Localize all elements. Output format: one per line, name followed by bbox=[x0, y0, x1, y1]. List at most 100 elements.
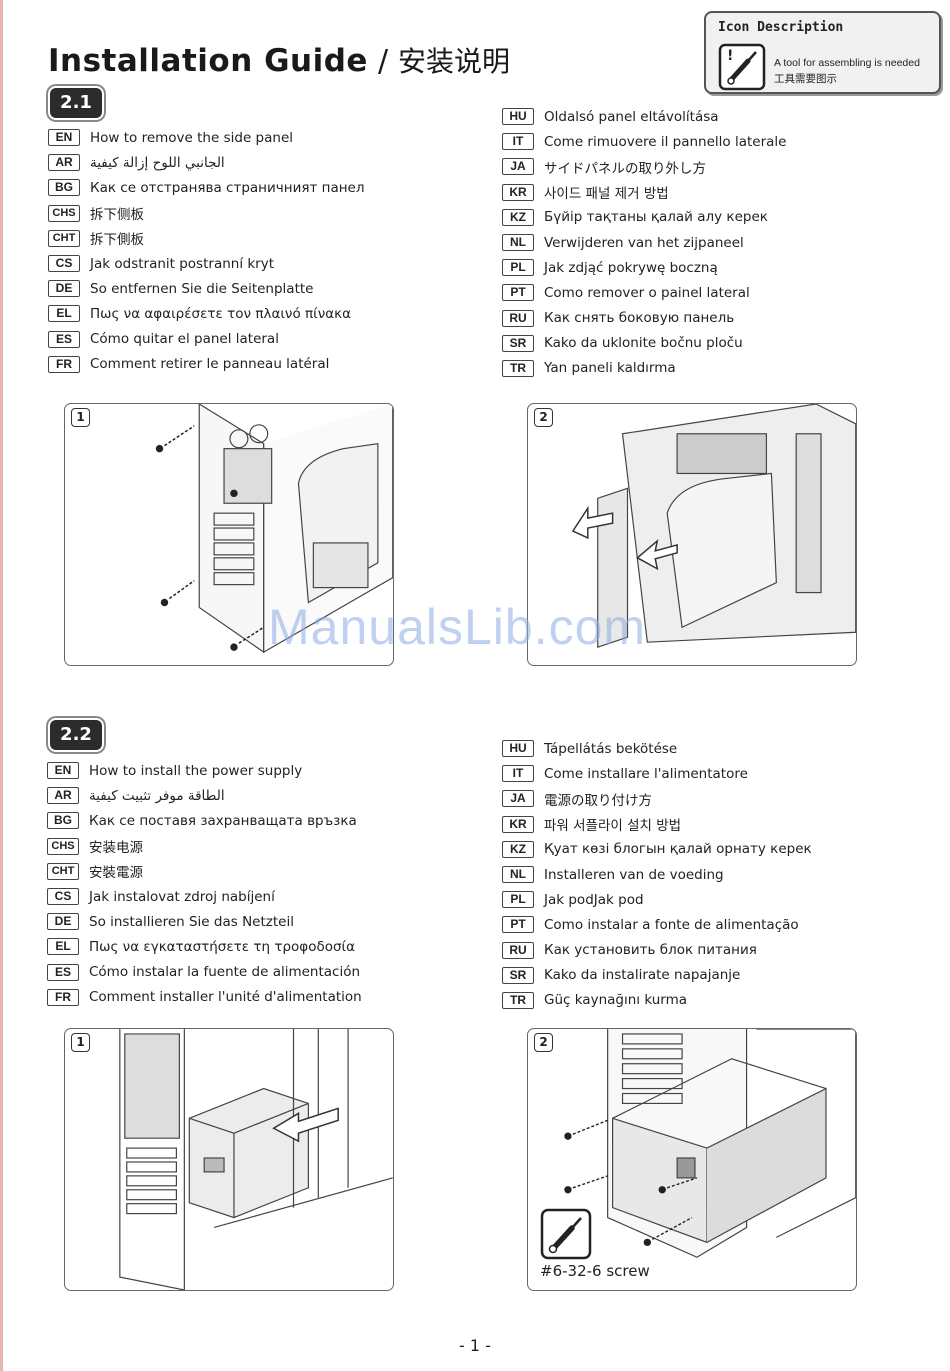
instruction-text: Как се отстранява страничният панел bbox=[90, 179, 365, 196]
instruction-text: Como remover o painel lateral bbox=[544, 284, 750, 301]
list-item: EN How to remove the side panel bbox=[48, 125, 364, 150]
list-item: CS Jak odstranit postranní kryt bbox=[48, 251, 364, 276]
language-code: SR bbox=[502, 966, 534, 984]
watermark: ManualsLib.com bbox=[268, 599, 647, 655]
language-code: RU bbox=[502, 309, 534, 327]
icon-description-text: A tool for assembling is needed bbox=[774, 57, 920, 69]
language-code: ES bbox=[47, 963, 79, 981]
step-number: 2 bbox=[534, 1033, 553, 1052]
language-code: PT bbox=[502, 916, 534, 934]
language-code: KR bbox=[502, 183, 534, 201]
language-code: KZ bbox=[502, 840, 534, 858]
language-code: CHS bbox=[48, 204, 80, 222]
figure-remove-screws: 1 bbox=[64, 403, 394, 666]
instruction-text: Как се поставя захранващата връзка bbox=[89, 812, 357, 829]
language-code: DE bbox=[47, 913, 79, 931]
instruction-text: Come installare l'alimentatore bbox=[544, 765, 748, 782]
instruction-text: Πως να αφαιρέσετε τον πλαινό πίνακα bbox=[90, 305, 351, 322]
page-title: Installation Guide bbox=[48, 43, 368, 79]
instruction-text: Kako da uklonite bočnu ploču bbox=[544, 335, 743, 352]
instruction-text: الطاقة موفر تثبيت كيفية bbox=[89, 787, 225, 804]
page-header: Installation Guide / 安装说明 bbox=[48, 40, 510, 80]
language-code: TR bbox=[502, 359, 534, 377]
icon-description-box: Icon Description ! A tool for assembling… bbox=[704, 11, 941, 94]
instruction-text: Comment retirer le panneau latéral bbox=[90, 356, 330, 373]
case-side-illustration bbox=[571, 404, 856, 648]
list-item: PT Como instalar a fonte de alimentação bbox=[502, 912, 812, 937]
instruction-text: 安裝電源 bbox=[89, 865, 143, 882]
language-code: HU bbox=[502, 740, 534, 758]
page-edge-stripe bbox=[0, 0, 3, 1371]
language-code: KZ bbox=[502, 208, 534, 226]
language-code: EN bbox=[48, 129, 80, 147]
language-code: CS bbox=[48, 255, 80, 273]
instruction-text: Как снять боковую панель bbox=[544, 310, 735, 327]
language-code: NL bbox=[502, 234, 534, 252]
list-item: IT Come installare l'alimentatore bbox=[502, 761, 812, 786]
language-code: NL bbox=[502, 866, 534, 884]
instruction-text: Kako da instalirate napajanje bbox=[544, 967, 741, 984]
screw-label: #6-32-6 screw bbox=[540, 1262, 650, 1280]
language-code: CHT bbox=[48, 229, 80, 247]
instruction-text: Como instalar a fonte de alimentação bbox=[544, 916, 799, 933]
instruction-text: Jak odstranit postranní kryt bbox=[90, 255, 275, 272]
instruction-text: الجانبي اللوح إزالة كيفية bbox=[90, 154, 225, 171]
instruction-text: 파워 서플라이 설치 방법 bbox=[544, 818, 682, 835]
instruction-text: So installieren Sie das Netzteil bbox=[89, 913, 294, 930]
language-code: IT bbox=[502, 765, 534, 783]
list-item: KZ Қуат көзі блогын қалай орнату керек bbox=[502, 837, 812, 862]
language-code: CHS bbox=[47, 837, 79, 855]
instruction-text: Πως να εγκαταστήσετε τη τροφοδοσία bbox=[89, 938, 356, 955]
list-item: CHT 安裝電源 bbox=[47, 859, 362, 884]
instruction-text: Jak zdjąć pokrywę boczną bbox=[544, 259, 718, 276]
figure-secure-psu: 2 bbox=[527, 1028, 857, 1291]
section-badge-2-1: 2.1 bbox=[50, 88, 102, 118]
language-code: RU bbox=[502, 941, 534, 959]
instruction-text: Come rimuovere il pannello laterale bbox=[544, 133, 787, 150]
instruction-text: Jak podJak pod bbox=[544, 891, 644, 908]
instruction-text: Қуат көзі блогын қалай орнату керек bbox=[544, 841, 812, 858]
instruction-text: Cómo quitar el panel lateral bbox=[90, 331, 279, 348]
language-code: CHT bbox=[47, 862, 79, 880]
language-code: SR bbox=[502, 334, 534, 352]
instruction-text: Installeren van de voeding bbox=[544, 866, 724, 883]
language-code: AR bbox=[47, 787, 79, 805]
language-code: AR bbox=[48, 154, 80, 172]
language-code: BG bbox=[47, 812, 79, 830]
instruction-text: How to remove the side panel bbox=[90, 129, 293, 146]
language-code: EL bbox=[47, 938, 79, 956]
instruction-text: Oldalsó panel eltávolítása bbox=[544, 108, 719, 125]
instruction-text: 拆下侧板 bbox=[90, 207, 144, 224]
step-number: 2 bbox=[534, 408, 553, 427]
section-badge-2-2: 2.2 bbox=[50, 720, 102, 750]
instruction-text: How to install the power supply bbox=[89, 762, 303, 779]
language-code: PT bbox=[502, 284, 534, 302]
instruction-text: サイドパネルの取り外し方 bbox=[544, 160, 706, 177]
icon-description-heading: Icon Description bbox=[718, 20, 844, 35]
instruction-text: Jak instalovat zdroj nabíjení bbox=[89, 888, 275, 905]
language-code: EN bbox=[47, 762, 79, 780]
list-item: CHS 拆下侧板 bbox=[48, 201, 364, 226]
instruction-text: 電源の取り付け方 bbox=[544, 792, 652, 809]
